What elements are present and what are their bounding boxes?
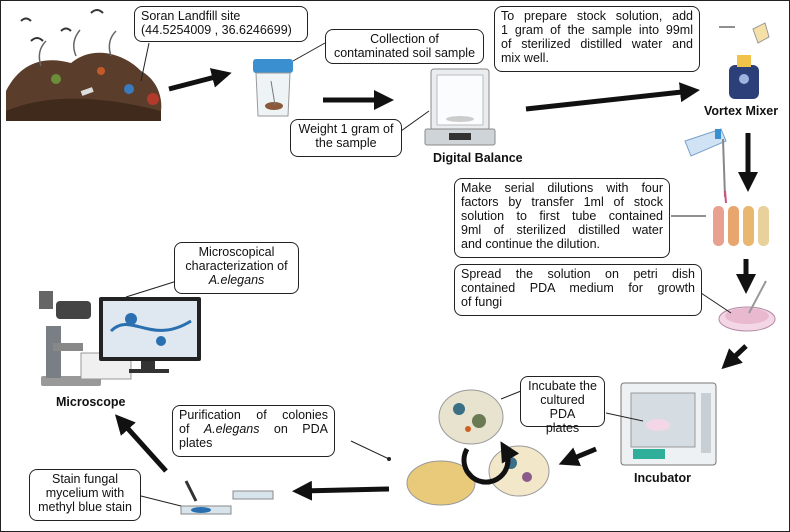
digital-balance-label: Digital Balance [433,151,523,165]
incubate-box: Incubate the cultured PDA plates [520,376,605,435]
arrow-dish-to-incubator [721,344,748,370]
microscopic-characterization-box: Microscopical characterization of A.eleg… [174,242,299,294]
incubator-label: Incubator [634,471,691,485]
landfill-site-name: Soran Landfill site [141,9,241,23]
pipette-icon [684,128,727,204]
purification-box: Purification of colonies of A.elegans on… [172,405,335,457]
flow-arrows [114,68,758,501]
arrow-stain-to-microscope [114,414,168,473]
stock-solution-box: To prepare stock solution, add 1 gram of… [494,6,700,72]
purification-line2: of A.elegans on PDA [179,422,328,436]
callout-lines [125,26,735,507]
arrow-landfill-to-jar [168,68,232,92]
vortex-mixer-icon [729,22,770,99]
microscope-icon [39,291,132,386]
monitor-icon [99,297,201,373]
spread-plate-box: Spread the solution on petri dish contai… [454,264,702,316]
landfill-illustration [6,9,162,121]
serial-dilution-box: Make serial dilutions with four factors … [454,178,670,258]
petri-dish-spread-icon [718,280,776,332]
dilution-tubes-icon [713,206,769,246]
arrow-incubator-to-plates [558,446,597,467]
landfill-site-box: Soran Landfill site (44.5254009 , 36.624… [134,6,308,42]
digital-balance-icon [424,68,496,146]
slides-icon [180,480,274,515]
arrow-plates-to-slides [292,480,390,501]
sample-jar-icon [253,59,293,117]
weigh-box: Weight 1 gram of the sample [290,119,402,157]
colony-plates-icon [406,389,550,506]
landfill-site-coordinates: (44.5254009 , 36.6246699) [141,23,292,37]
arrow-balance-to-vortex [525,82,700,112]
collection-box: Collection of contaminated soil sample [325,29,484,64]
incubator-icon [620,382,717,466]
vortex-mixer-label: Vortex Mixer [704,104,779,118]
microscope-label: Microscope [56,395,126,409]
stain-box: Stain fungal mycelium with methyl blue s… [29,469,141,521]
